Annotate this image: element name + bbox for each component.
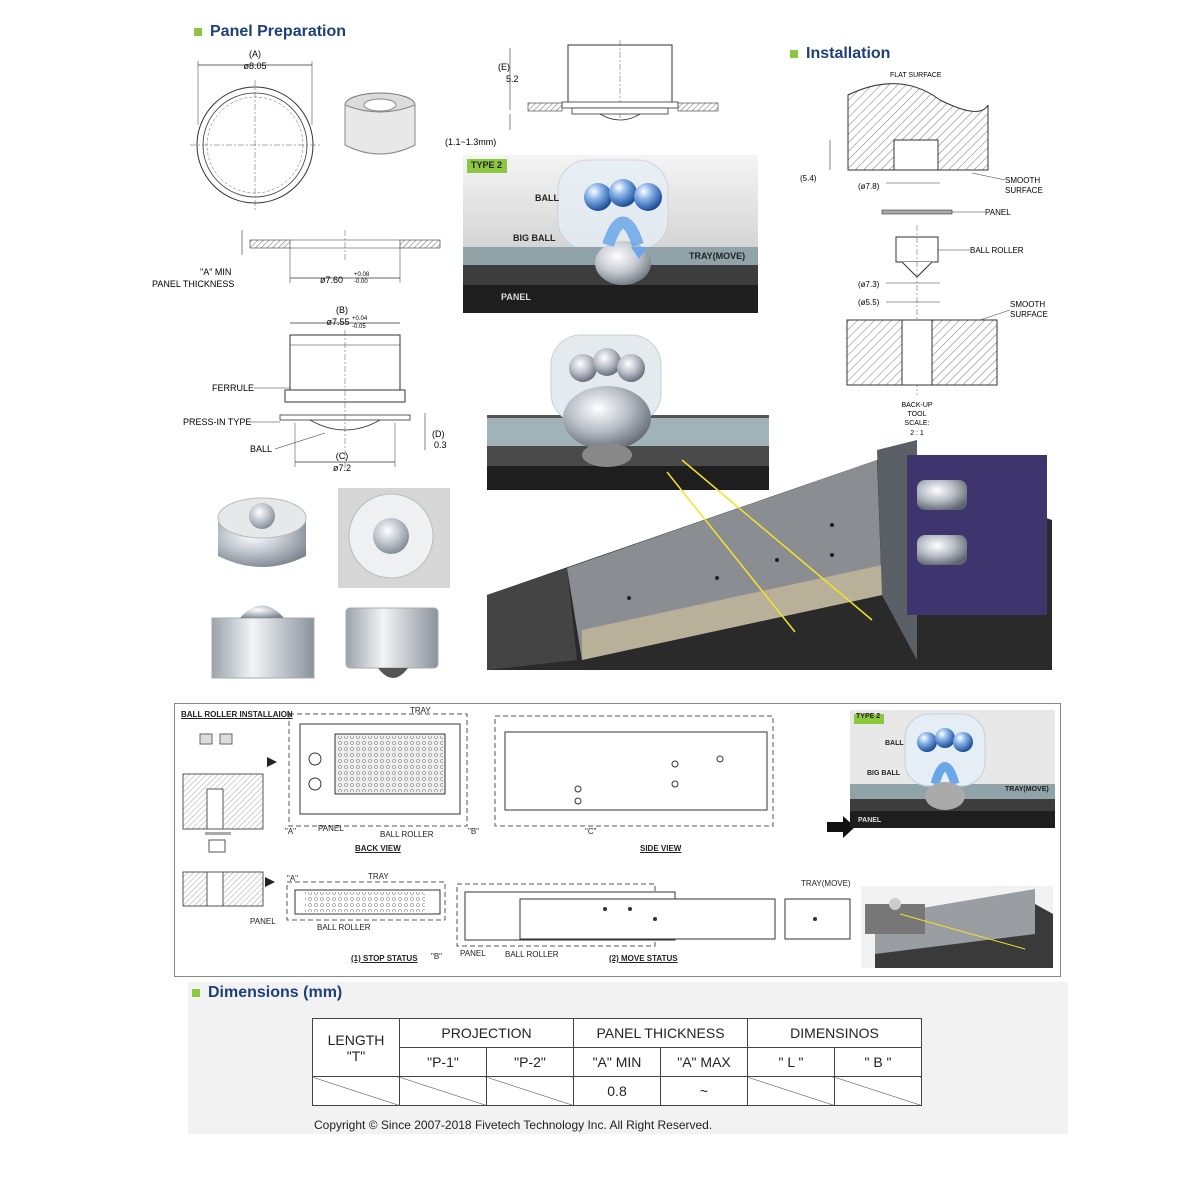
table-cell (399, 1076, 487, 1106)
ball-roller-installation-panel: BALL ROLLER INSTALLAION TRAY "A" PANEL B… (174, 703, 1061, 977)
dimensions-table-wrap: LENGTH"T" PROJECTION PANEL THICKNESS DIM… (312, 1018, 922, 1106)
move-status-label: (2) MOVE STATUS (609, 954, 678, 963)
table-cell (312, 1076, 400, 1106)
svg-text:TOOL: TOOL (908, 411, 927, 418)
table-cell (834, 1076, 922, 1106)
svg-text:"A" MIN: "A" MIN (200, 267, 231, 277)
table-cell (486, 1076, 574, 1106)
ball-label: BALL (535, 193, 559, 203)
heading-bullet-icon (790, 50, 798, 58)
type2-badge: TYPE 2 (471, 160, 503, 170)
svg-text:-0.00: -0.00 (354, 279, 368, 285)
length-header: LENGTH"T" (312, 1018, 400, 1077)
svg-text:ø7.2: ø7.2 (333, 463, 351, 473)
svg-text:0.3: 0.3 (434, 440, 447, 450)
ball-roller-photos (200, 488, 460, 688)
big-ball-label-mini: BIG BALL (867, 770, 901, 777)
svg-text:2 : 1: 2 : 1 (910, 430, 924, 437)
installation-drawing: FLAT SURFACE (5.4) (ø7.8) SMOOTH SURFACE… (800, 72, 1048, 437)
svg-text:ø7.60: ø7.60 (320, 275, 343, 285)
svg-text:(ø7.3): (ø7.3) (858, 280, 880, 289)
svg-text:(ø7.8): (ø7.8) (858, 182, 880, 191)
dimensions-heading: Dimensions (mm) (192, 984, 342, 1002)
type2-badge-mini: TYPE 2 (856, 713, 881, 720)
tray-label-1: TRAY (410, 706, 431, 715)
back-view-label: BACK VIEW (355, 844, 401, 853)
svg-text:ø7.55: ø7.55 (326, 317, 349, 327)
svg-text:(1.1~1.3mm): (1.1~1.3mm) (445, 137, 496, 147)
svg-text:5.2: 5.2 (506, 74, 519, 84)
projection-header: PROJECTION (399, 1018, 574, 1048)
svg-text:+0.04: +0.04 (352, 316, 368, 322)
panel-label-2: PANEL (250, 917, 276, 926)
a-max-header: "A" MAX (660, 1047, 748, 1077)
ball-roller-label-2: BALL ROLLER (317, 923, 371, 932)
b-mark-2: "B" (431, 952, 443, 961)
stop-status-label: (1) STOP STATUS (351, 954, 418, 963)
svg-text:PRESS-IN TYPE: PRESS-IN TYPE (183, 417, 251, 427)
svg-text:SURFACE: SURFACE (1005, 186, 1043, 195)
big-ball-label: BIG BALL (513, 233, 556, 243)
panel-label-3: PANEL (460, 949, 486, 958)
ball-roller-label-3: BALL ROLLER (505, 950, 559, 959)
type2-render: TYPE 2 BALL BIG BALL TRAY(MOVE) PANEL (463, 155, 758, 313)
svg-text:(A): (A) (249, 49, 261, 59)
svg-text:PANEL: PANEL (985, 208, 1011, 217)
svg-text:(5.4): (5.4) (800, 174, 817, 183)
p2-header: "P-2" (486, 1047, 574, 1077)
side-view-label: SIDE VIEW (640, 844, 682, 853)
panel-thickness-header: PANEL THICKNESS (573, 1018, 748, 1048)
dimensions-table: LENGTH"T" PROJECTION PANEL THICKNESS DIM… (312, 1018, 922, 1106)
ball-roller-label-1: BALL ROLLER (380, 830, 434, 839)
l-header: " L " (747, 1047, 835, 1077)
a-min-value: 0.8 (573, 1076, 661, 1106)
svg-text:(B): (B) (336, 305, 348, 315)
svg-text:(E): (E) (498, 62, 510, 72)
dimensions-header: DIMENSINOS (747, 1018, 922, 1048)
tray-label-2: TRAY (368, 872, 389, 881)
a-mark-2: "A" (287, 874, 299, 883)
installation-heading: Installation (790, 45, 890, 63)
c-mark: "C" (585, 827, 597, 836)
svg-text:SURFACE: SURFACE (1010, 310, 1048, 319)
svg-text:PANEL THICKNESS: PANEL THICKNESS (152, 279, 234, 289)
a-mark-1: "A" (285, 827, 297, 836)
side-dimension-drawing: (E) 5.2 (1.1~1.3mm) (445, 40, 719, 147)
svg-text:(C): (C) (336, 451, 349, 461)
svg-text:SMOOTH: SMOOTH (1005, 176, 1040, 185)
table-cell (747, 1076, 835, 1106)
svg-text:FLAT SURFACE: FLAT SURFACE (890, 72, 942, 79)
b-mark-1: "B" (468, 827, 480, 836)
svg-text:BACK-UP: BACK-UP (901, 402, 932, 409)
tray-move-label-1: TRAY(MOVE) (801, 879, 851, 888)
heading-bullet-icon (194, 28, 202, 36)
svg-text:BALL: BALL (250, 444, 272, 454)
tray-move-label-2: TRAY(MOVE) (1005, 786, 1049, 793)
a-max-value: ~ (660, 1076, 748, 1106)
a-min-header: "A" MIN (573, 1047, 661, 1077)
panel-label-4: PANEL (858, 817, 882, 824)
install-title: BALL ROLLER INSTALLAION (181, 710, 293, 719)
svg-text:+0.08: +0.08 (354, 272, 370, 278)
b-header: " B " (834, 1047, 922, 1077)
ball-label-mini: BALL (885, 740, 904, 747)
svg-text:(D): (D) (432, 429, 445, 439)
svg-text:BALL ROLLER: BALL ROLLER (970, 246, 1024, 255)
svg-text:-0.05: -0.05 (352, 324, 366, 330)
panel-preparation-heading: Panel Preparation (194, 23, 346, 41)
copyright-text: Copyright © Since 2007-2018 Fivetech Tec… (314, 1118, 713, 1132)
svg-text:ø8.05: ø8.05 (243, 61, 266, 71)
svg-text:FERRULE: FERRULE (212, 383, 254, 393)
tray-render (487, 334, 1052, 670)
panel-label-1: PANEL (318, 824, 344, 833)
svg-text:SCALE:: SCALE: (905, 420, 930, 427)
panel-preparation-drawing: (A) ø8.05 ø7.60 +0.08 -0.00 "A" MIN PANE… (152, 49, 447, 473)
tray-label: TRAY(MOVE) (689, 251, 746, 261)
p1-header: "P-1" (399, 1047, 487, 1077)
svg-text:(ø5.5): (ø5.5) (858, 298, 880, 307)
svg-text:SMOOTH: SMOOTH (1010, 300, 1045, 309)
heading-bullet-icon (192, 989, 200, 997)
panel-label: PANEL (501, 292, 531, 302)
